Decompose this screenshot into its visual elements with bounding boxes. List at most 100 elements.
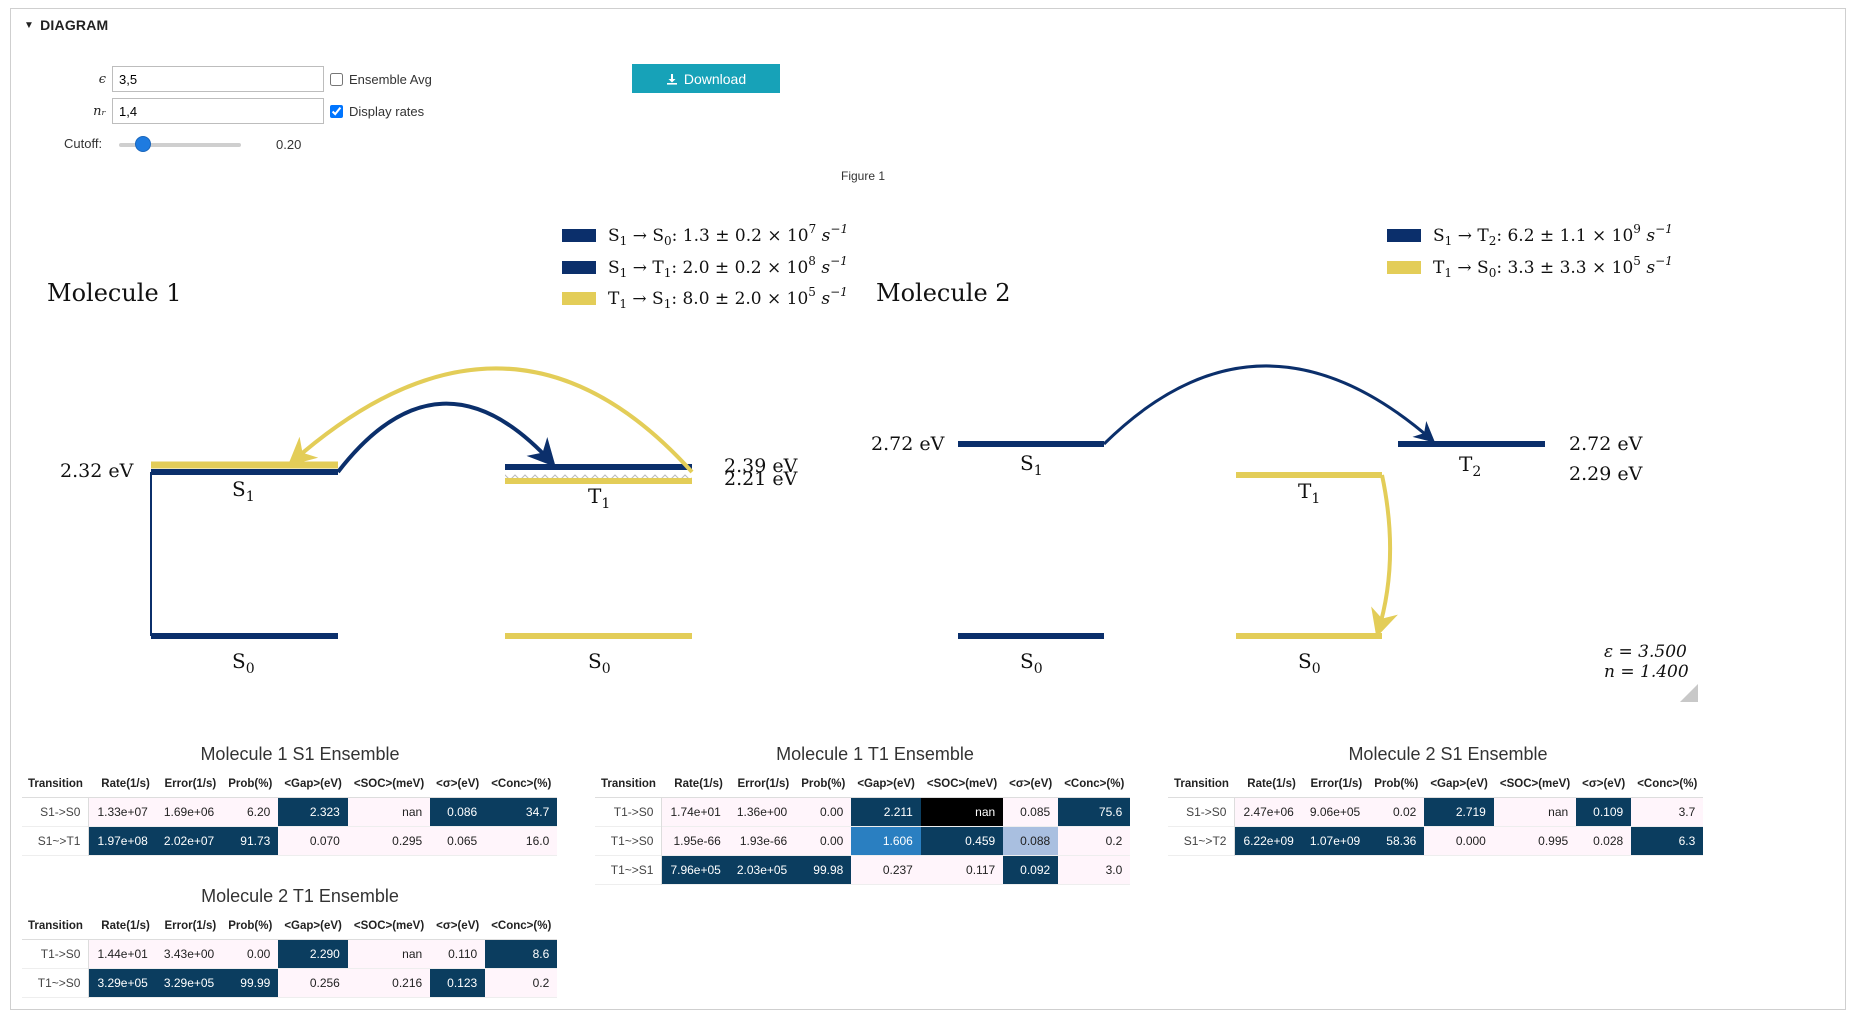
legend-swatch <box>562 229 596 242</box>
download-icon <box>666 73 677 85</box>
table-cell: 0.110 <box>430 939 486 969</box>
table-cell: 34.7 <box>485 797 558 827</box>
m2-t1-label: T1 <box>1298 479 1320 507</box>
column-header: Transition <box>22 771 89 798</box>
download-button[interactable]: Download <box>632 64 780 93</box>
row-transition-label: T1~>S0 <box>22 968 90 998</box>
display-rates-check[interactable] <box>330 105 343 118</box>
cutoff-value: 0.20 <box>276 137 302 152</box>
table-cell: nan <box>920 797 1004 827</box>
m1-s1-t1-arrow <box>336 401 556 474</box>
molecule2-title: Molecule 2 <box>876 279 1011 307</box>
display-rates-label: Display rates <box>349 104 425 119</box>
nr-input[interactable] <box>112 98 324 124</box>
column-header: <Gap>(eV) <box>278 771 348 798</box>
column-header: Prob(%) <box>795 771 852 798</box>
legend-entry-m1-1: S1 → T1: 2.0 ± 0.2 × 108 s−1 <box>608 254 848 280</box>
column-header: <σ>(eV) <box>430 913 486 940</box>
table-cell: 3.43e+00 <box>155 939 223 969</box>
table-cell: 99.99 <box>222 968 279 998</box>
column-header: <σ>(eV) <box>1576 771 1632 798</box>
column-header: Transition <box>1168 771 1235 798</box>
table-cell: 0.995 <box>1493 826 1577 856</box>
table-cell: 2.719 <box>1424 797 1494 827</box>
m2-s0-label-right: S0 <box>1298 649 1321 677</box>
column-header: Prob(%) <box>222 771 279 798</box>
column-header: Error(1/s) <box>728 771 796 798</box>
table-cell: 0.117 <box>920 855 1004 885</box>
figure-caption: Figure 1 <box>841 169 886 183</box>
download-label: Download <box>683 70 747 87</box>
param-epsilon: ε = 3.500 <box>1604 642 1687 662</box>
column-header: <SOC>(meV) <box>347 913 431 940</box>
table-cell: 1.93e-66 <box>728 826 796 856</box>
table-cell: 0.237 <box>851 855 921 885</box>
column-header: <Gap>(eV) <box>851 771 921 798</box>
m1-t1-label: T1 <box>588 484 610 512</box>
column-header: <SOC>(meV) <box>1493 771 1577 798</box>
table-cell: 0.02 <box>1368 797 1425 827</box>
table-cell: 3.0 <box>1058 855 1131 885</box>
m1-t1-energy-b: 2.21 eV <box>724 468 798 490</box>
row-transition-label: S1->S0 <box>1168 797 1236 827</box>
table-cell: 0.085 <box>1003 797 1059 827</box>
ensemble-avg-checkbox[interactable]: Ensemble Avg <box>330 72 432 87</box>
table-cell: 2.211 <box>851 797 921 827</box>
section-header-diagram[interactable]: ▼ DIAGRAM <box>24 17 108 33</box>
table-cell: 0.123 <box>430 968 486 998</box>
epsilon-input[interactable] <box>112 66 324 92</box>
table-cell: 2.02e+07 <box>155 826 223 856</box>
table-cell: 1.07e+09 <box>1301 826 1369 856</box>
table-cell: 3.29e+05 <box>88 968 156 998</box>
table-cell: 0.065 <box>430 826 486 856</box>
legend-entry-m2-0: S1 → T2: 6.2 ± 1.1 × 109 s−1 <box>1433 222 1673 248</box>
column-header: Rate(1/s) <box>88 771 156 798</box>
column-header: <Conc>(%) <box>1058 771 1131 798</box>
m2-t2-label: T2 <box>1459 452 1481 480</box>
molecule1-title: Molecule 1 <box>47 279 182 307</box>
column-header: <σ>(eV) <box>1003 771 1059 798</box>
legend-entry-m1-2: T1 → S1: 8.0 ± 2.0 × 105 s−1 <box>608 285 848 311</box>
resize-handle-icon[interactable] <box>1680 684 1698 702</box>
widget-frame <box>10 8 1846 1010</box>
cutoff-slider-handle[interactable] <box>135 136 152 152</box>
table-cell: 2.03e+05 <box>728 855 796 885</box>
ensemble-avg-label: Ensemble Avg <box>349 72 432 87</box>
caret-down-icon: ▼ <box>24 19 35 31</box>
column-header: Prob(%) <box>222 913 279 940</box>
table-cell: 6.3 <box>1631 826 1704 856</box>
column-header: <Gap>(eV) <box>1424 771 1494 798</box>
column-header: Transition <box>22 913 89 940</box>
m2-s0-label-left: S0 <box>1020 649 1043 677</box>
table-cell: 0.216 <box>347 968 431 998</box>
m1-t1-s1-arrow <box>287 366 694 474</box>
table-cell: 0.070 <box>278 826 348 856</box>
table-cell: 0.00 <box>795 797 852 827</box>
table-cell: 91.73 <box>222 826 279 856</box>
column-header: Error(1/s) <box>155 913 223 940</box>
display-rates-checkbox[interactable]: Display rates <box>330 104 424 119</box>
nr-label: nᵣ <box>93 104 106 119</box>
table-cell: 75.6 <box>1058 797 1131 827</box>
table-cell: nan <box>1493 797 1577 827</box>
molecule1-diagram: 2.32 eV 2.39 eV 2.21 eV S1 T1 S0 S0 <box>60 366 798 677</box>
cutoff-slider-track[interactable] <box>119 143 241 147</box>
table-title: Molecule 1 S1 Ensemble <box>200 744 400 764</box>
table-cell: 1.44e+01 <box>88 939 156 969</box>
m1-t1-energy-a: 2.39 eV <box>724 455 798 477</box>
column-header: <Gap>(eV) <box>278 913 348 940</box>
column-header: <Conc>(%) <box>485 913 558 940</box>
table-cell: 0.086 <box>430 797 486 827</box>
table-cell: 0.459 <box>920 826 1004 856</box>
ensemble-avg-check[interactable] <box>330 73 343 86</box>
legend-molecule1: S1 → S0: 1.3 ± 0.2 × 107 s−1 S1 → T1: 2.… <box>562 222 848 311</box>
m2-s1-label: S1 <box>1020 451 1043 479</box>
